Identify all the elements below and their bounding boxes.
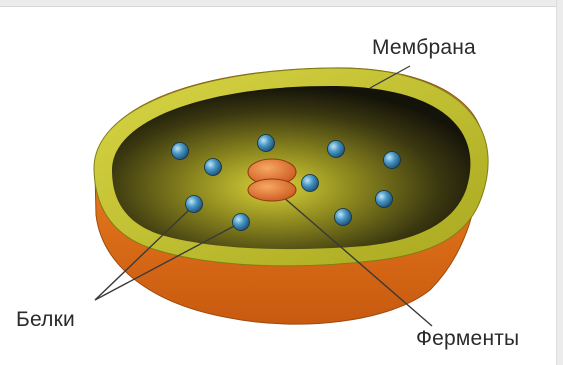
protein-ball bbox=[186, 196, 203, 213]
proteins-label: Белки bbox=[16, 308, 75, 332]
protein-ball bbox=[233, 214, 250, 231]
protein-ball bbox=[205, 159, 222, 176]
protein-ball bbox=[376, 191, 393, 208]
protein-ball bbox=[384, 152, 401, 169]
enzyme-bottom bbox=[248, 179, 296, 201]
protein-ball bbox=[328, 141, 345, 158]
membrane-label: Мембрана bbox=[372, 36, 476, 60]
protein-ball bbox=[302, 175, 319, 192]
protein-ball bbox=[335, 209, 352, 226]
protein-ball bbox=[172, 143, 189, 160]
enzyme-complex bbox=[248, 159, 296, 201]
protein-ball bbox=[258, 135, 275, 152]
enzymes-label: Ферменты bbox=[416, 327, 519, 351]
